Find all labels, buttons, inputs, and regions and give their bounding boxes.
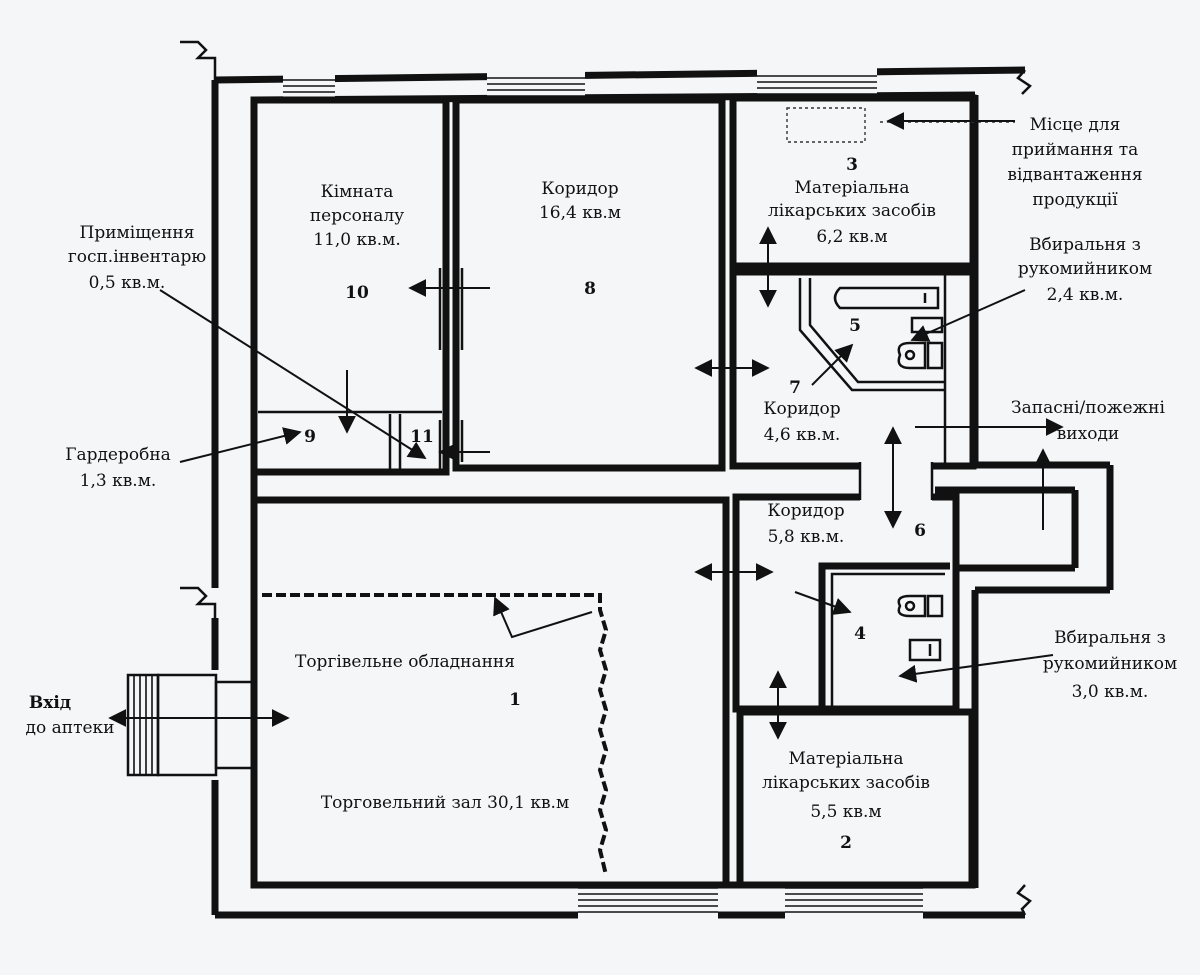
room-4-number: 4 xyxy=(854,624,866,644)
wc-lower-line1: Вбиральня з xyxy=(1054,628,1166,648)
callout-wc-lower: Вбиральня з рукомийником 3,0 кв.м. xyxy=(1043,628,1177,702)
room-7-line1: Коридор xyxy=(763,399,840,419)
room-11-number: 11 xyxy=(410,427,434,447)
wardrobe-line2: 1,3 кв.м. xyxy=(80,471,157,491)
wc-upper-line1: Вбиральня з xyxy=(1029,235,1141,255)
entrance-label: Вхід до аптеки xyxy=(26,693,115,738)
room-3-label: 3 Матеріальна лікарських засобів 6,2 кв.… xyxy=(768,155,936,247)
receiving-area xyxy=(786,107,866,143)
room-2-line2: лікарських засобів xyxy=(762,773,930,793)
entrance-subtitle: до аптеки xyxy=(26,718,115,738)
receiving-line4: продукції xyxy=(1032,190,1118,210)
receiving-line1: Місце для xyxy=(1030,115,1121,135)
leader-lines xyxy=(159,289,427,463)
equipment-outline xyxy=(262,593,609,876)
room-6-number: 6 xyxy=(914,521,926,541)
room-3-line1: Матеріальна xyxy=(795,178,910,198)
room-8-line1: Коридор xyxy=(541,179,618,199)
room-8-label: Коридор 16,4 кв.м 8 xyxy=(539,179,621,299)
room-10-line1: Кімната xyxy=(321,182,394,202)
room-6-area: 5,8 кв.м. xyxy=(768,527,845,547)
room-6-line1: Коридор xyxy=(767,501,844,521)
room-1-label: Торгівельне обладнання 1 Торговельний за… xyxy=(295,652,569,813)
exits-line2: виходи xyxy=(1057,424,1120,444)
receiving-line2: приймання та xyxy=(1012,140,1139,160)
room-2-line1: Матеріальна xyxy=(789,749,904,769)
room-10-number: 10 xyxy=(345,283,369,303)
room-2-area: 5,5 кв.м xyxy=(810,802,881,822)
room-2-number: 2 xyxy=(840,833,852,853)
callout-exits: Запасні/пожежні виходи xyxy=(1011,398,1165,444)
room-1-number: 1 xyxy=(509,690,521,710)
inventory-line1: Приміщення xyxy=(80,223,195,243)
interior-walls xyxy=(250,94,977,889)
room-1-title: Торговельний зал 30,1 кв.м xyxy=(321,793,569,813)
room-6-label: Коридор 5,8 кв.м. 6 xyxy=(767,501,926,547)
callout-inventory: Приміщення госп.інвентарю 0,5 кв.м. xyxy=(68,223,207,293)
room-3-line2: лікарських засобів xyxy=(768,201,936,221)
wc-upper-line3: 2,4 кв.м. xyxy=(1047,285,1124,305)
room-1-equipment: Торгівельне обладнання xyxy=(295,652,515,672)
room-2-label: Матеріальна лікарських засобів 5,5 кв.м … xyxy=(762,749,930,853)
wardrobe-line1: Гардеробна xyxy=(65,445,171,465)
room-7-label: 7 Коридор 4,6 кв.м. xyxy=(763,378,840,445)
wc-lower-line2: рукомийником xyxy=(1043,654,1177,674)
entrance-stairs xyxy=(126,673,258,777)
room-5-number: 5 xyxy=(849,316,861,336)
room-7-number: 7 xyxy=(789,378,801,398)
room-9-number: 9 xyxy=(304,427,316,447)
room-10-label: Кімната персоналу 11,0 кв.м. 10 xyxy=(310,182,404,303)
entrance-title: Вхід xyxy=(29,693,71,713)
inventory-line3: 0,5 кв.м. xyxy=(89,273,166,293)
wc-lower-line3: 3,0 кв.м. xyxy=(1072,682,1149,702)
room-10-line2: персоналу xyxy=(310,206,404,226)
room-10-area: 11,0 кв.м. xyxy=(313,230,400,250)
room-8-number: 8 xyxy=(584,279,596,299)
inventory-line2: госп.інвентарю xyxy=(68,247,207,267)
room-3-area: 6,2 кв.м xyxy=(816,227,887,247)
callout-wardrobe: Гардеробна 1,3 кв.м. xyxy=(65,445,171,491)
room-7-area: 4,6 кв.м. xyxy=(764,425,841,445)
receiving-line3: відвантаження xyxy=(1007,165,1142,185)
callout-receiving: Місце для приймання та відвантаження про… xyxy=(1007,115,1142,210)
exits-line1: Запасні/пожежні xyxy=(1011,398,1165,418)
callout-wc-upper: Вбиральня з рукомийником 2,4 кв.м. xyxy=(1018,235,1152,305)
wc-upper-line2: рукомийником xyxy=(1018,259,1152,279)
room-8-area: 16,4 кв.м xyxy=(539,203,621,223)
flow-arrows xyxy=(108,112,1064,740)
room-3-number: 3 xyxy=(846,155,858,175)
